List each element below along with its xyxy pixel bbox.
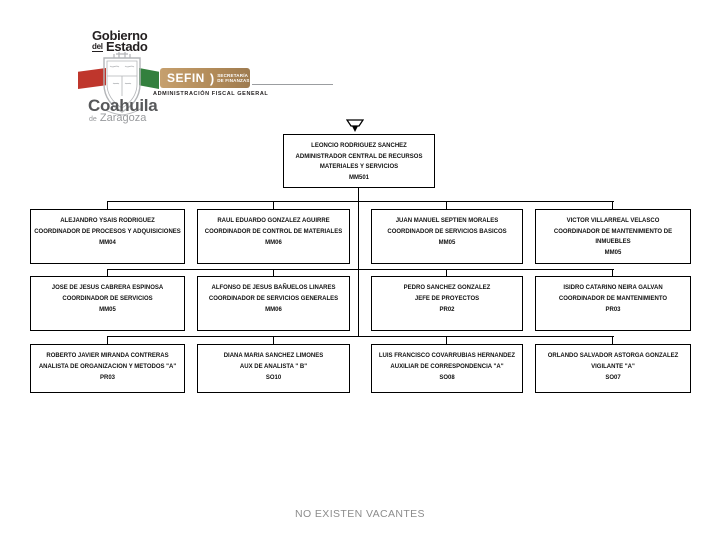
estado-word: Estado xyxy=(105,39,148,54)
gobierno-line: Gobierno xyxy=(92,28,148,43)
chart-anchor-icon xyxy=(346,119,364,132)
employee-name: ISIDRO CATARINO NEIRA GALVAN xyxy=(563,285,663,291)
employee-name: ALFONSO DE JESUS BAÑUELOS LINARES xyxy=(211,285,336,291)
employee-name: ALEJANDRO YSAIS RODRIGUEZ xyxy=(60,218,155,224)
connector-line xyxy=(612,336,614,344)
coahuila-crest-icon xyxy=(101,52,143,116)
state-suffix-label: de Zaragoza xyxy=(89,112,147,124)
employee-name: VICTOR VILLARREAL VELASCO xyxy=(566,218,660,224)
connector-line xyxy=(446,201,448,210)
connector-line xyxy=(273,336,275,344)
position-code: MM06 xyxy=(265,306,282,313)
connector-line xyxy=(612,201,614,210)
connector-line xyxy=(107,269,109,276)
agency-label: ADMINISTRACIÓN FISCAL GENERAL xyxy=(153,91,269,97)
position-title: ANALISTA DE ORGANIZACION Y METODOS "A" xyxy=(38,363,177,370)
org-box[interactable]: ALFONSO DE JESUS BAÑUELOS LINARES COORDI… xyxy=(197,276,350,331)
org-box[interactable]: DIANA MARIA SANCHEZ LIMONES AUX DE ANALI… xyxy=(197,344,350,393)
position-title: COORDINADOR DE SERVICIOS xyxy=(62,295,153,302)
org-box[interactable]: ISIDRO CATARINO NEIRA GALVAN COORDINADOR… xyxy=(535,276,691,331)
position-code: PR02 xyxy=(439,306,455,313)
connector-line xyxy=(446,269,448,276)
employee-name: LEONCIO RODRIGUEZ SANCHEZ xyxy=(311,143,407,149)
position-title: COORDINADOR DE SERVICIOS BASICOS xyxy=(387,228,507,235)
position-title: COORDINADOR DE MANTENIMIENTO xyxy=(558,295,668,302)
state-name-label: Coahuila xyxy=(88,96,158,115)
org-box[interactable]: ALEJANDRO YSAIS RODRIGUEZ COORDINADOR DE… xyxy=(30,209,185,264)
position-title: COORDINADOR DE CONTROL DE MATERIALES xyxy=(204,228,343,235)
position-code: MM06 xyxy=(265,239,282,246)
employee-name: ROBERTO JAVIER MIRANDA CONTRERAS xyxy=(46,353,169,359)
employee-name: JUAN MANUEL SEPTIEN MORALES xyxy=(395,218,499,224)
org-box[interactable]: JOSE DE JESUS CABRERA ESPINOSA COORDINAD… xyxy=(30,276,185,331)
position-title: ADMINISTRADOR CENTRAL DE RECURSOS MATERI… xyxy=(295,153,423,171)
position-code: MM501 xyxy=(348,175,369,181)
position-code: SO08 xyxy=(439,374,455,381)
position-code: MM05 xyxy=(604,250,622,256)
org-box[interactable]: VICTOR VILLARREAL VELASCO COORDINADOR DE… xyxy=(535,209,691,264)
sefin-acronym-label: SEFIN xyxy=(167,71,205,85)
position-title: AUX DE ANALISTA " B" xyxy=(239,363,308,370)
employee-name: DIANA MARIA SANCHEZ LIMONES xyxy=(223,353,324,359)
del-prefix: del xyxy=(92,42,103,52)
org-box[interactable]: RAUL EDUARDO GONZALEZ AGUIRRE COORDINADO… xyxy=(197,209,350,264)
connector-line xyxy=(107,336,614,338)
connector-line xyxy=(107,269,614,271)
org-box[interactable]: JUAN MANUEL SEPTIEN MORALES COORDINADOR … xyxy=(371,209,523,264)
connector-line xyxy=(107,201,614,203)
org-box[interactable]: PEDRO SANCHEZ GONZALEZ JEFE DE PROYECTOS… xyxy=(371,276,523,331)
connector-line xyxy=(358,188,360,336)
position-code: PR03 xyxy=(99,374,115,381)
position-code: MM05 xyxy=(99,306,116,313)
flag-ribbon-red xyxy=(78,68,106,89)
position-title: VIGILANTE "A" xyxy=(591,363,635,370)
org-box[interactable]: LUIS FRANCISCO COVARRUBIAS HERNANDEZ AUX… xyxy=(371,344,523,393)
employee-name: LUIS FRANCISCO COVARRUBIAS HERNANDEZ xyxy=(378,353,516,359)
connector-line xyxy=(446,336,448,344)
position-code: MM05 xyxy=(438,239,456,246)
connector-line xyxy=(612,269,614,276)
position-title: JEFE DE PROYECTOS xyxy=(414,295,480,302)
connector-line xyxy=(107,201,109,210)
position-code: MM04 xyxy=(99,239,116,246)
connector-line xyxy=(107,336,109,344)
position-code: SO10 xyxy=(265,374,282,381)
no-vacancies-note: NO EXISTEN VACANTES xyxy=(295,508,425,520)
employee-name: JOSE DE JESUS CABRERA ESPINOSA xyxy=(51,285,164,291)
sefin-badge: SEFIN ) SECRETARÍA DE FINANZAS xyxy=(160,68,250,88)
flag-ribbon-green xyxy=(139,68,159,89)
state-logo: Gobierno del Estado SEFIN ) SECRETARÍA D… xyxy=(0,0,360,130)
position-title: AUXILIAR DE CORRESPONDENCIA "A" xyxy=(390,363,504,370)
gobierno-del-estado-label: Gobierno del Estado xyxy=(92,28,148,54)
sefin-divider-glyph: ) xyxy=(209,70,215,86)
employee-name: PEDRO SANCHEZ GONZALEZ xyxy=(403,285,491,291)
header-rule-line xyxy=(252,84,333,85)
org-box[interactable]: ORLANDO SALVADOR ASTORGA GONZALEZ VIGILA… xyxy=(535,344,691,393)
secretaria-finanzas-label: SECRETARÍA DE FINANZAS xyxy=(217,73,250,83)
org-box[interactable]: ROBERTO JAVIER MIRANDA CONTRERAS ANALIST… xyxy=(30,344,185,393)
connector-line xyxy=(273,269,275,276)
position-title: COORDINADOR DE SERVICIOS GENERALES xyxy=(208,295,339,302)
position-code: PR03 xyxy=(605,306,621,313)
employee-name: ORLANDO SALVADOR ASTORGA GONZALEZ xyxy=(547,353,679,359)
position-code: SO07 xyxy=(605,374,621,381)
employee-name: RAUL EDUARDO GONZALEZ AGUIRRE xyxy=(217,218,330,224)
position-title: COORDINADOR DE MANTENIMIENTO DE INMUEBLE… xyxy=(553,228,673,246)
org-box-root[interactable]: LEONCIO RODRIGUEZ SANCHEZ ADMINISTRADOR … xyxy=(283,134,435,188)
estado-line: del Estado xyxy=(92,39,148,54)
connector-line xyxy=(273,201,275,210)
position-title: COORDINADOR DE PROCESOS Y ADQUISICIONES xyxy=(34,228,181,235)
